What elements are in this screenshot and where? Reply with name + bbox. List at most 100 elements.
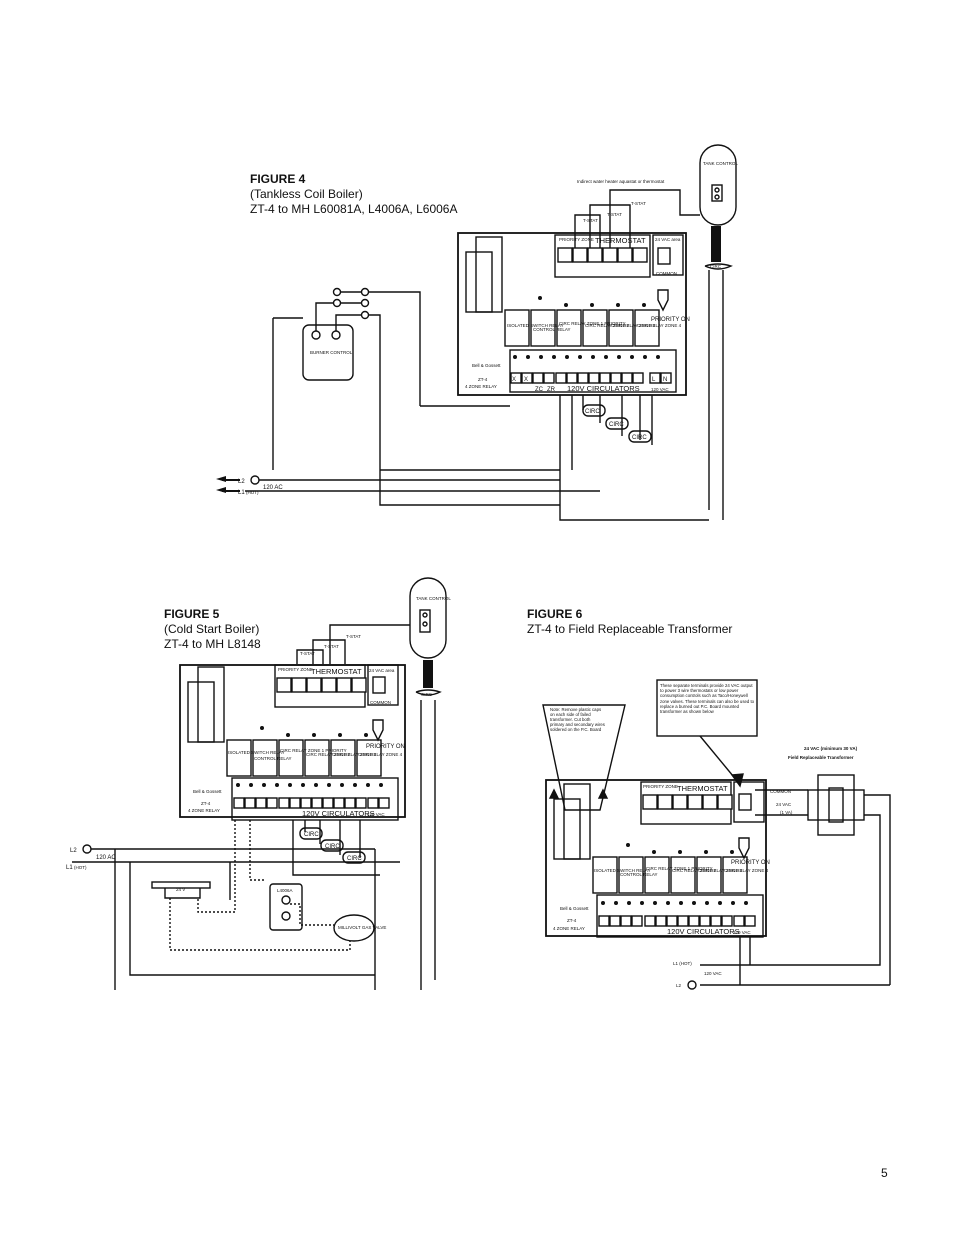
figure5-subtitle2: ZT-4 to MH L8148	[164, 637, 261, 651]
model-desc-6: 4 ZONE RELAY	[553, 926, 585, 931]
relay5-zone3: CIRC RELAY ZONE 3	[332, 752, 377, 757]
relay5-zone1: CIRC RELAY ZONE 1 PRIORITY	[280, 748, 347, 753]
relay-zone3: CIRC RELAY ZONE 3	[611, 323, 656, 328]
relay6-control: CONTROL RELAY	[620, 872, 658, 877]
circ-1: CIRC	[585, 409, 600, 415]
vac120-5: 120 VAC	[367, 812, 385, 817]
term-x1: X	[512, 377, 516, 383]
relay5-zone4: CIRC RELAY ZONE 4	[358, 752, 403, 757]
term-x2: X	[524, 377, 528, 383]
field-transformer	[817, 774, 855, 836]
tank-control-5	[409, 577, 447, 659]
aquastat-note: Indirect water heater aquastat or thermo…	[577, 179, 665, 184]
circ-2: CIRC	[609, 422, 624, 428]
figure4-caption: FIGURE 4 (Tankless Coil Boiler) ZT-4 to …	[250, 172, 457, 217]
l1-label-5: L1	[66, 865, 73, 871]
thermostat-label-6: THERMOSTAT	[677, 784, 728, 793]
tank-control-label: TANK CONTROL	[703, 161, 738, 166]
circ5-2: CIRC	[325, 844, 340, 850]
l2-label-6: L2	[676, 983, 682, 988]
ac120-label: 120 AC	[263, 485, 283, 491]
circ5-1: CIRC	[304, 832, 319, 838]
figure6-subtitle: ZT-4 to Field Replaceable Transformer	[527, 622, 733, 636]
priority-zone-5: PRIORITY ZONE	[278, 667, 313, 672]
vac120-6: 120 VAC	[733, 930, 751, 935]
thermostat-label: THERMOSTAT	[595, 236, 646, 245]
relay-zone2: CIRC RELAY ZONE 2	[585, 323, 630, 328]
brand-label-5: Bell & Gossett	[193, 789, 222, 794]
relay5-control: CONTROL RELAY	[254, 756, 292, 761]
figure4-subtitle: (Tankless Coil Boiler)	[250, 187, 363, 201]
relay6-zone4: CIRC RELAY ZONE 4	[724, 868, 769, 873]
figure6-diagram	[542, 679, 891, 990]
vac24-label-6: 24 VAC	[776, 802, 792, 807]
relay6-zone3: CIRC RELAY ZONE 3	[698, 868, 743, 873]
hot-label-5: (HOT)	[74, 865, 87, 870]
millivolt-label: MILLIVOLT GAS VALVE	[338, 925, 386, 930]
burner-control	[302, 324, 354, 381]
figure6-title: FIGURE 6	[527, 607, 583, 621]
circ5-3: CIRC	[347, 856, 362, 862]
common-label-6: COMMON	[770, 789, 791, 794]
circulators-label: 120V CIRCULATORS	[567, 384, 640, 393]
relay-zone4: CIRC RELAY ZONE 4	[637, 323, 682, 328]
tstat5-1: T-STAT	[300, 651, 315, 656]
vac120-line-6: 120 VAC	[704, 971, 722, 976]
model-label-5: ZT-4	[201, 801, 211, 806]
burner-control-label: BURNER CONTROL	[310, 350, 353, 355]
figure5-diagram	[72, 577, 447, 990]
hot-label: (HOT)	[246, 490, 259, 495]
model-desc-5: 4 ZONE RELAY	[188, 808, 220, 813]
common-label: COMMON	[656, 271, 677, 276]
relay5-zone2: CIRC RELAY ZONE 2	[306, 752, 351, 757]
zt4-board-6	[545, 779, 767, 937]
brand-label: Bell & Gossett	[472, 363, 501, 368]
note-right-box	[656, 679, 758, 737]
transformer-label2: Field Replaceable Transformer	[788, 755, 854, 760]
figure4-title: FIGURE 4	[250, 172, 306, 186]
tank-control-label-5: TANK CONTROL	[416, 596, 451, 601]
relay6-isolated: ISOLATED SWITCH RELAY	[594, 868, 651, 873]
l1-label: L1	[238, 490, 245, 496]
relay-zone1: CIRC RELAY ZONE 1 PRIORITY	[559, 321, 626, 326]
note-left-box	[542, 704, 626, 811]
relay-isolated: ISOLATED SWITCH RELAY	[507, 323, 564, 328]
tstat-label-2: T-STAT	[607, 212, 622, 217]
tank-control	[699, 144, 737, 226]
l2-label-5: L2	[70, 848, 77, 854]
figure5-subtitle: (Cold Start Boiler)	[164, 622, 260, 636]
transformer-label: 24 VAC (minimum 30 VA)	[804, 746, 858, 751]
priority-on-6: PRIORITY ON	[731, 860, 770, 866]
relay6-zone2: CIRC RELAY ZONE 2	[672, 868, 717, 873]
l4006a-label: L4006A	[277, 888, 293, 893]
vac24-label: 24 VAC area	[655, 237, 681, 242]
circ-cable-5: CIRC	[421, 692, 433, 697]
thermostat-label-5: THERMOSTAT	[311, 667, 362, 676]
circulators-6: 120V CIRCULATORS	[667, 927, 740, 936]
figure5-caption: FIGURE 5 (Cold Start Boiler) ZT-4 to MH …	[164, 607, 261, 652]
va1-label: (1 VA)	[780, 810, 793, 815]
note-right: These separate terminals provide 24 VAC …	[660, 683, 755, 715]
model-label: ZT-4	[478, 377, 488, 382]
priority-zone-label: PRIORITY ZONE	[559, 237, 594, 242]
term-l: L	[652, 377, 656, 383]
circulators-5: 120V CIRCULATORS	[302, 809, 375, 818]
relay6-zone1: CIRC RELAY ZONE 1 PRIORITY	[646, 866, 713, 871]
vac120-label: 120 VAC	[651, 387, 669, 392]
circ-cable-label: CIRC	[710, 264, 722, 269]
figure6-caption: FIGURE 6 ZT-4 to Field Replaceable Trans…	[527, 607, 732, 637]
term-zr: ZR	[547, 387, 556, 393]
l1hot-label: L1 (HOT)	[673, 961, 692, 966]
model-label-6: ZT-4	[567, 918, 577, 923]
figure4-diagram	[222, 144, 737, 521]
tstat-label-1: T-STAT	[583, 218, 598, 223]
tstat5-2: T-STAT	[324, 644, 339, 649]
priority-on-5: PRIORITY ON	[366, 744, 405, 750]
term-zc: ZC	[535, 387, 544, 393]
term-n: N	[663, 377, 667, 383]
l2-label: L2	[238, 479, 245, 485]
note-left: Note: Remove plastic caps on each side o…	[550, 707, 605, 732]
tstat-label-3: T-STAT	[631, 201, 646, 206]
figure5-title: FIGURE 5	[164, 607, 220, 621]
